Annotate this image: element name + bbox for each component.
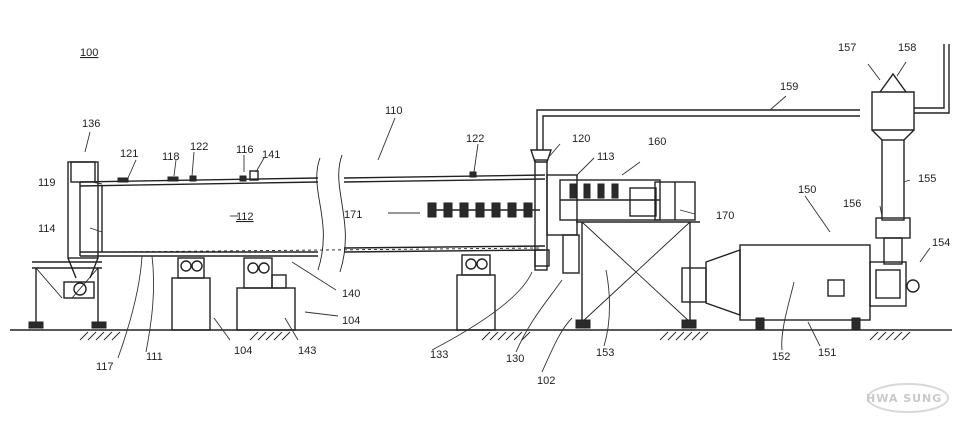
rotary-kiln-body [79, 154, 546, 273]
label-112: 112 [236, 211, 254, 223]
label-171: 171 [344, 209, 362, 221]
label-102: 102 [537, 375, 555, 387]
label-133: 133 [430, 349, 448, 361]
exhaust-stack [871, 44, 950, 265]
label-151: 151 [818, 347, 836, 359]
label-136: 136 [82, 118, 100, 130]
exhaust-duct [536, 109, 860, 150]
label-155: 155 [918, 173, 936, 185]
label-153: 153 [596, 347, 614, 359]
label-113: 113 [597, 151, 615, 163]
internal-screw [427, 202, 540, 218]
label-114: 114 [38, 223, 56, 235]
label-157: 157 [838, 42, 856, 54]
label-104-right: 104 [342, 315, 360, 327]
label-156: 156 [843, 198, 861, 210]
reference-labels: 100 110 136 121 118 122 116 141 119 112 … [38, 42, 950, 387]
figure-number: 100 [80, 47, 98, 59]
label-159: 159 [780, 81, 798, 93]
label-160: 160 [648, 136, 666, 148]
leader-lines [84, 61, 931, 373]
left-support-frame [28, 261, 107, 329]
ground [10, 329, 952, 341]
label-121: 121 [120, 148, 138, 160]
label-122-right: 122 [466, 133, 484, 145]
label-119: 119 [38, 177, 56, 189]
label-141: 141 [262, 149, 280, 161]
label-116: 116 [236, 144, 254, 156]
screw-conveyor [559, 179, 696, 221]
label-154: 154 [932, 237, 950, 249]
label-104-left: 104 [234, 345, 252, 357]
label-152: 152 [772, 351, 790, 363]
label-118: 118 [162, 151, 180, 163]
label-120: 120 [572, 133, 590, 145]
label-111: 111 [146, 351, 163, 363]
label-150: 150 [798, 184, 816, 196]
kiln-supports [171, 254, 496, 331]
label-117: 117 [96, 361, 114, 373]
burner [869, 261, 920, 307]
label-122-left: 122 [190, 141, 208, 153]
label-130: 130 [506, 353, 524, 365]
discharge-section [530, 149, 580, 274]
watermark-text: HWA SUNG [866, 392, 942, 405]
label-143: 143 [298, 345, 316, 357]
label-110: 110 [385, 105, 403, 117]
feed-hopper [67, 161, 99, 279]
label-158: 158 [898, 42, 916, 54]
label-170: 170 [716, 210, 734, 222]
conveyor-frame [575, 221, 700, 329]
label-140: 140 [342, 288, 360, 300]
cyclone-unit [681, 244, 871, 331]
watermark-logo: HWA SUNG [866, 383, 949, 413]
